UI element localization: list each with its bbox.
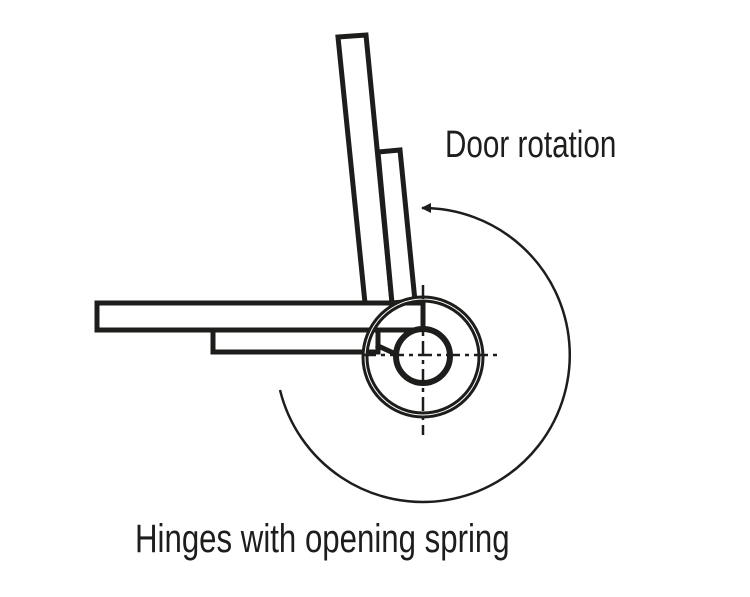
center-lines (362, 285, 500, 435)
frame-plate-lower (210, 327, 381, 355)
diagram-caption: Hinges with opening spring (135, 517, 510, 561)
frame-plate-upper (94, 300, 426, 333)
rotation-arrow (278, 202, 572, 504)
door-rotation-label: Door rotation (445, 124, 617, 166)
